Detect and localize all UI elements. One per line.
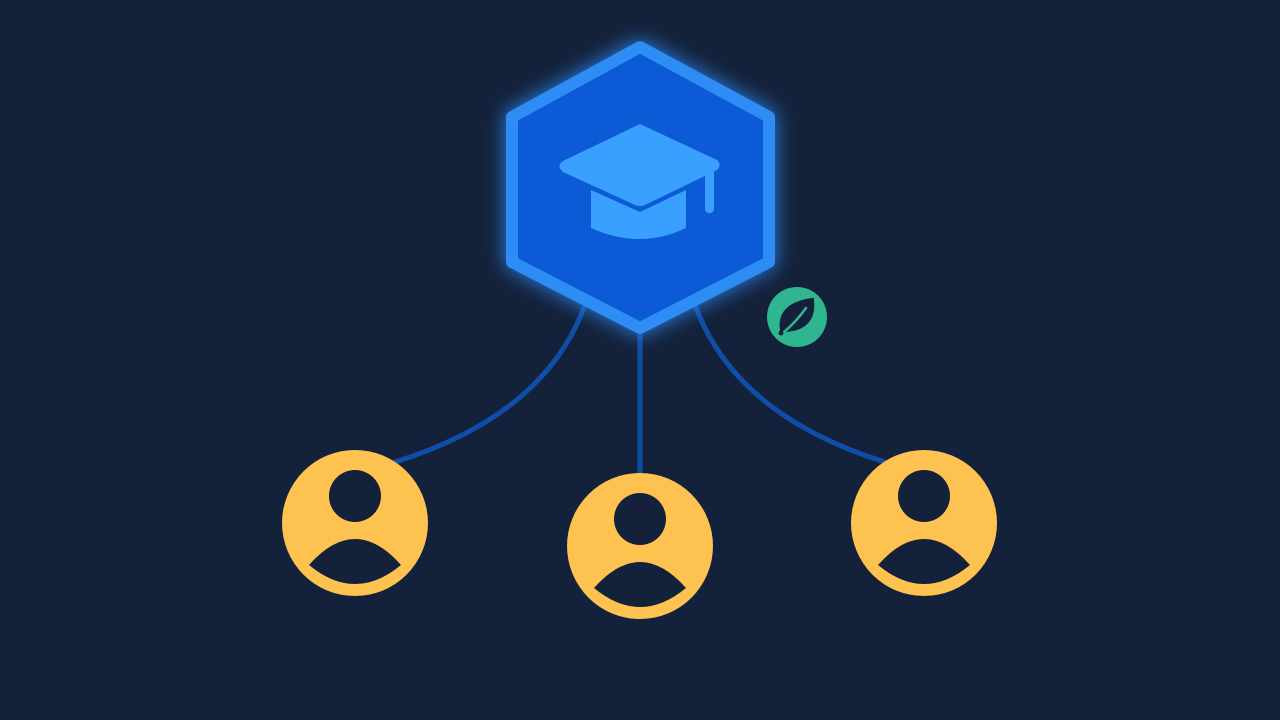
- user-node: [851, 450, 997, 596]
- user-icon: [878, 470, 970, 584]
- connector-left: [392, 302, 588, 465]
- connector-right: [692, 302, 888, 465]
- connectors: [392, 302, 888, 478]
- user-icon: [594, 493, 686, 607]
- hub-node: [506, 41, 775, 334]
- user-nodes: [282, 450, 997, 619]
- leaf-icon: [779, 297, 815, 334]
- user-icon: [309, 470, 401, 584]
- graduation-cap-icon: [559, 124, 720, 239]
- user-node: [282, 450, 428, 596]
- leaf-badge: [767, 287, 827, 347]
- user-node: [567, 473, 713, 619]
